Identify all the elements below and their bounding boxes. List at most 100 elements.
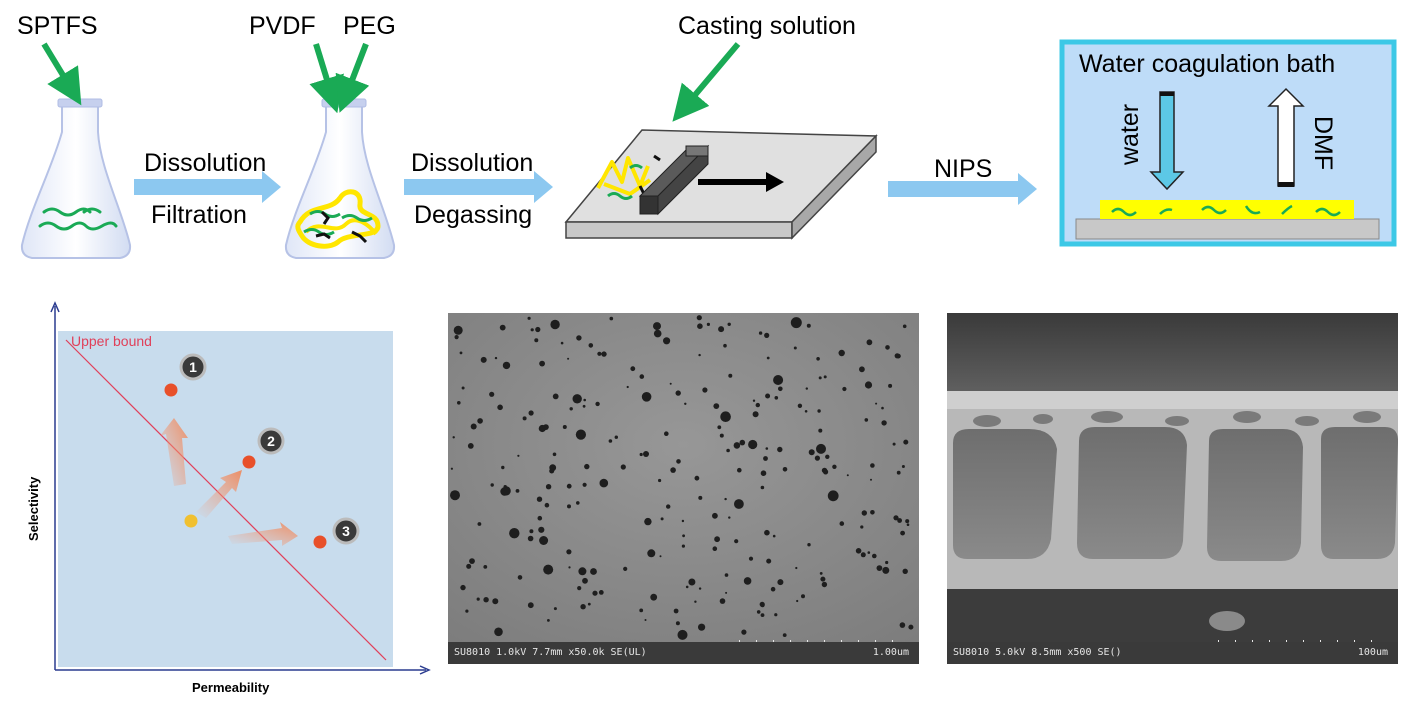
pore (899, 622, 906, 628)
marker-3-icon: 3 (332, 517, 360, 545)
svg-text:3: 3 (342, 523, 350, 539)
pore (483, 597, 489, 603)
flask-2-icon (284, 98, 396, 259)
pore (529, 529, 534, 534)
flow-arrow-1 (134, 171, 281, 203)
pore (697, 323, 703, 329)
pore (489, 391, 495, 397)
pvdf-label: PVDF (249, 12, 316, 40)
pore (861, 510, 867, 516)
pore (748, 439, 758, 450)
pore (737, 467, 742, 473)
pore (494, 627, 503, 637)
pore (534, 338, 539, 343)
sptfs-label: SPTFS (17, 12, 98, 40)
pore (492, 598, 499, 605)
pore (713, 403, 720, 409)
pore (804, 410, 808, 413)
pore (903, 439, 909, 445)
pore (839, 521, 845, 526)
casting-direction-arrow (698, 172, 784, 192)
pore (723, 343, 727, 348)
sem-surface-image: SU8010 1.0kV 7.7mm x50.0k SE(UL) 1.00um (448, 313, 919, 664)
nips-label: NIPS (934, 155, 993, 183)
pore (823, 469, 829, 475)
pore (552, 393, 559, 400)
pore (457, 401, 461, 405)
pore (527, 535, 534, 542)
pore (480, 356, 487, 363)
pore (766, 558, 772, 564)
pore (724, 573, 729, 577)
pore (650, 593, 658, 601)
pore (576, 501, 580, 505)
pore (483, 565, 488, 569)
pore (712, 546, 718, 551)
pore (734, 499, 744, 509)
pore (807, 543, 811, 547)
pointer-arrow-peg (335, 42, 370, 113)
pore (755, 402, 760, 408)
pore (752, 399, 756, 402)
pore (778, 386, 783, 392)
pore (698, 353, 701, 357)
pore (515, 489, 520, 493)
pore (790, 317, 802, 329)
pore (702, 387, 708, 393)
pore (906, 523, 910, 526)
pore (866, 339, 873, 346)
pore (733, 442, 741, 449)
pointer-arrow-sptfs (41, 42, 82, 106)
pore (659, 555, 662, 558)
pore (477, 418, 483, 424)
pore (544, 502, 550, 508)
pore (552, 452, 557, 457)
pore (808, 449, 815, 456)
casting-solution-label: Casting solution (678, 12, 856, 40)
pore (726, 448, 730, 453)
pore (675, 621, 680, 626)
pore (549, 468, 555, 474)
pore (517, 575, 523, 580)
pore (774, 613, 778, 617)
coagulation-bath-icon (1059, 39, 1397, 247)
pore (547, 619, 550, 622)
step1-filtration-label: Filtration (151, 201, 247, 229)
pore (902, 568, 908, 574)
upper-bound-line (65, 339, 387, 661)
flow-arrow-3 (888, 173, 1037, 205)
pore (590, 568, 597, 575)
pore (773, 375, 784, 385)
pore (714, 536, 720, 543)
pore (698, 495, 703, 500)
pore (530, 328, 534, 332)
pore (663, 337, 671, 345)
pore (698, 623, 706, 631)
pore (658, 478, 662, 483)
pore (875, 402, 878, 405)
pore (882, 566, 890, 574)
pore (644, 517, 652, 526)
pore (870, 510, 875, 515)
pore (795, 566, 798, 570)
sem-cross-info: SU8010 5.0kV 8.5mm x500 SE() (953, 647, 1122, 658)
pore (893, 515, 899, 521)
sem-surface-pores (448, 313, 919, 642)
pore (644, 619, 647, 621)
pore (741, 629, 747, 635)
pore (885, 560, 889, 565)
pore (560, 341, 564, 345)
pore (820, 576, 826, 582)
pore (860, 525, 864, 529)
pore (818, 428, 823, 433)
marker-1-icon: 1 (179, 353, 207, 381)
pore (892, 442, 896, 446)
pore (670, 467, 676, 473)
step2-dissolution-label: Dissolution (411, 149, 534, 177)
pore (870, 478, 872, 481)
pore (575, 429, 586, 440)
pore (806, 323, 811, 328)
pore (494, 356, 498, 360)
pore (452, 436, 455, 439)
pore (639, 374, 645, 379)
